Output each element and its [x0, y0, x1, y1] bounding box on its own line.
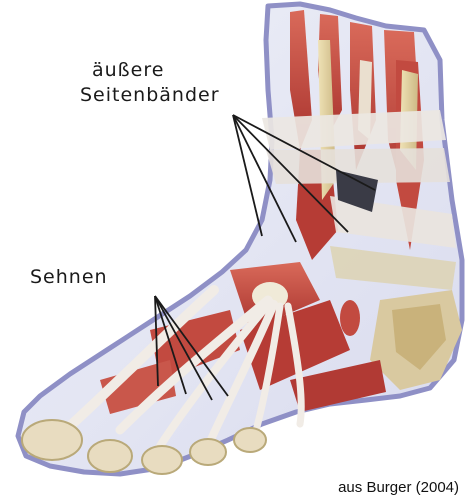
- label-outer-ligaments-line2: Seitenbänder: [80, 85, 220, 107]
- label-tendons: Sehnen: [30, 267, 108, 289]
- label-outer-ligaments-line1: äußere: [92, 60, 164, 82]
- image-credit: aus Burger (2004): [338, 479, 459, 496]
